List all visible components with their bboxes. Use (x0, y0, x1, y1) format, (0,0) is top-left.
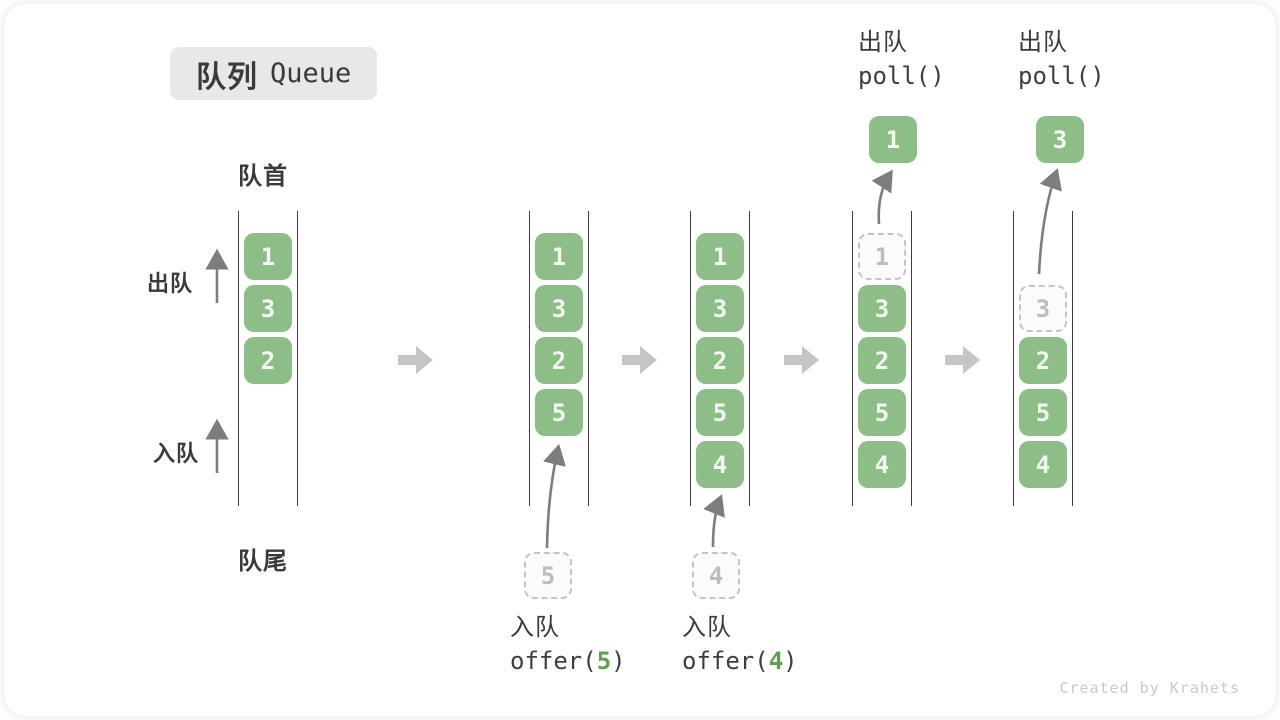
queue-cell: 3 (244, 285, 292, 332)
queue-rails-state-after-offer-4 (689, 211, 750, 506)
queue-cell: 5 (696, 389, 744, 436)
title-en: Queue (270, 58, 352, 89)
enqueue-op-label: 入队 (682, 614, 732, 641)
queue-cell: 1 (696, 233, 744, 280)
queue-cell: 2 (244, 337, 292, 384)
code-suffix: ) (783, 647, 798, 675)
queue-cell: 1 (244, 233, 292, 280)
queue-rails-state-initial (237, 211, 298, 506)
watermark: Created by Krahets (1059, 679, 1240, 697)
enqueue-op-offer4: 入队 offer(4) (682, 614, 798, 674)
queue-cell: 3 (858, 285, 906, 332)
title-badge: 队列 Queue (170, 47, 378, 100)
queue-cell: 3 (696, 285, 744, 332)
code-arg: 4 (768, 647, 784, 675)
enqueue-op-code: offer(4) (682, 649, 798, 673)
dequeue-op-label: 出队 (858, 29, 908, 56)
queue-cell: 2 (535, 337, 583, 384)
queue-front-label: 队首 (238, 163, 288, 190)
queue-cell: 2 (696, 337, 744, 384)
enqueue-op-code: offer(5) (510, 649, 626, 673)
queue-cell: 1 (535, 233, 583, 280)
queue-cell: 3 (1019, 285, 1067, 332)
queue-rails-state-after-poll-1 (851, 211, 912, 506)
dequeue-op-code: poll() (1018, 62, 1105, 90)
enqueue-op-label: 入队 (510, 614, 560, 641)
transition-arrow-3 (784, 346, 819, 374)
queue-rear-label: 队尾 (238, 548, 288, 575)
code-prefix: offer( (682, 647, 769, 675)
queue-cell: 4 (858, 441, 906, 488)
title-zh: 队列 (196, 60, 258, 94)
queue-cell: 2 (1019, 337, 1067, 384)
dequeue-op-code: poll() (858, 62, 945, 90)
outgoing-cell: 1 (869, 116, 917, 163)
queue-rails-state-after-offer-5 (528, 211, 589, 506)
transition-arrow-4 (945, 346, 980, 374)
queue-cell: 5 (535, 389, 583, 436)
enqueue-4-arrow (703, 494, 725, 548)
queue-cell: 3 (535, 285, 583, 332)
transition-arrow-1 (398, 346, 433, 374)
incoming-cell: 5 (524, 552, 572, 599)
queue-rails-state-after-poll-3 (1012, 211, 1073, 506)
queue-cell: 4 (1019, 441, 1067, 488)
transition-arrow-2 (622, 346, 657, 374)
outgoing-cell: 3 (1036, 116, 1084, 163)
queue-cell: 4 (696, 441, 744, 488)
code-suffix: ) (611, 647, 626, 675)
dequeue-side-label: 出队 (147, 271, 194, 296)
incoming-cell: 4 (692, 552, 740, 599)
queue-cell: 5 (858, 389, 906, 436)
enqueue-op-offer5: 入队 offer(5) (510, 614, 626, 674)
queue-cell: 1 (858, 233, 906, 280)
dequeue-op-poll-3: 出队 poll() (1018, 29, 1105, 90)
queue-cell: 5 (1019, 389, 1067, 436)
dequeue-op-label: 出队 (1018, 29, 1068, 56)
enqueue-side-label: 入队 (153, 441, 200, 466)
code-prefix: offer( (510, 647, 597, 675)
code-arg: 5 (596, 647, 612, 675)
queue-cell: 2 (858, 337, 906, 384)
dequeue-op-poll-1: 出队 poll() (858, 29, 945, 90)
